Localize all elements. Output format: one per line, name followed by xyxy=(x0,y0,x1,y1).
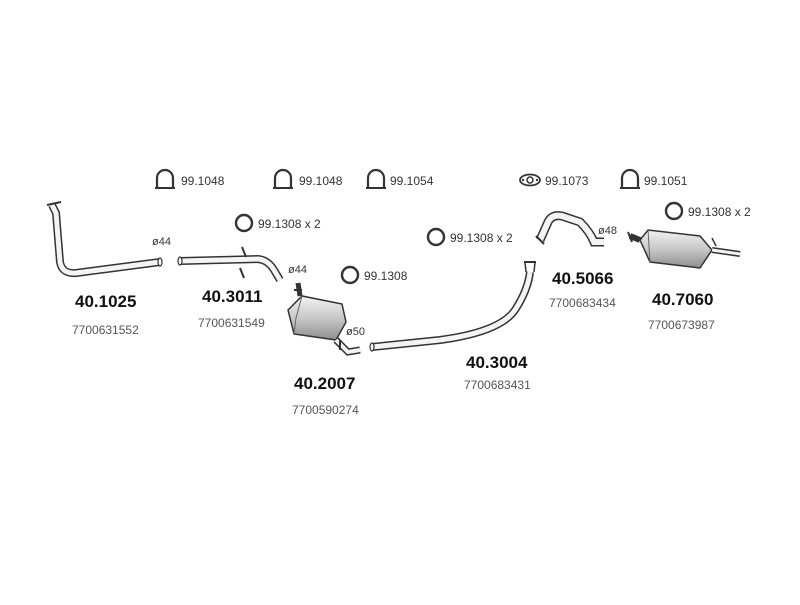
gasket-icon-1 xyxy=(234,213,254,233)
part-ref-40-3011: 7700631549 xyxy=(198,316,265,330)
flange-code: 99.1073 xyxy=(545,174,589,188)
part-number-40-3004: 40.3004 xyxy=(466,353,528,372)
pipe-40-3004 xyxy=(369,261,536,352)
part-number-40-5066: 40.5066 xyxy=(552,269,614,288)
gasket-code-2: 99.1308 xyxy=(364,269,408,283)
part-ref-40-1025: 7700631552 xyxy=(72,323,139,337)
pipe-40-3011 xyxy=(177,246,284,283)
diameter-label-1: ø44 xyxy=(152,236,171,248)
part-ref-40-7060: 7700673987 xyxy=(648,318,715,332)
part-number-40-7060: 40.7060 xyxy=(652,290,714,309)
clamp-code-3: 99.1054 xyxy=(390,174,434,188)
part-number-40-2007: 40.2007 xyxy=(294,374,356,393)
silencer-40-2007 xyxy=(287,282,361,356)
clamp-icon-4 xyxy=(620,168,640,189)
clamp-code-4: 99.1051 xyxy=(644,174,688,188)
diameter-label-3: ø50 xyxy=(346,326,365,338)
gasket-code-4: 99.1308 x 2 xyxy=(688,205,751,219)
part-number-40-3011: 40.3011 xyxy=(202,287,263,306)
clamp-code-1: 99.1048 xyxy=(181,174,225,188)
pipe-40-5066 xyxy=(535,211,604,247)
clamp-icon-2 xyxy=(273,168,293,189)
pipe-40-1025 xyxy=(46,201,163,278)
gasket-icon-3 xyxy=(426,227,446,247)
silencer-40-7060 xyxy=(627,229,741,269)
clamp-code-2: 99.1048 xyxy=(299,174,343,188)
diameter-label-2: ø44 xyxy=(288,264,307,276)
part-ref-40-2007: 7700590274 xyxy=(292,403,359,417)
flange-icon xyxy=(519,173,541,187)
gasket-icon-4 xyxy=(664,201,684,221)
clamp-icon-1 xyxy=(155,168,175,189)
gasket-code-1: 99.1308 x 2 xyxy=(258,217,321,231)
part-ref-40-5066: 7700683434 xyxy=(549,296,616,310)
gasket-code-3: 99.1308 x 2 xyxy=(450,231,513,245)
clamp-icon-3 xyxy=(366,168,386,189)
gasket-icon-2 xyxy=(340,265,360,285)
diameter-label-4: ø48 xyxy=(598,225,617,237)
part-ref-40-3004: 7700683431 xyxy=(464,378,531,392)
part-number-40-1025: 40.1025 xyxy=(75,292,137,311)
